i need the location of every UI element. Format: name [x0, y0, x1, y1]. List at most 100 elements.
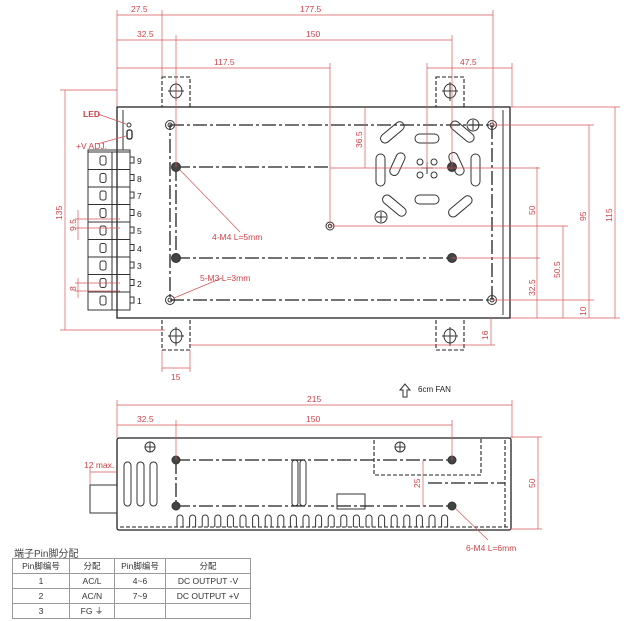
dim-150: 150 — [306, 29, 320, 39]
side-dimension-lines — [89, 400, 542, 541]
vent-slots — [123, 459, 307, 507]
dim-9-5: 9.5 — [68, 219, 78, 231]
terminal-screw-icon — [88, 169, 135, 187]
m3-screw-icon — [165, 295, 175, 305]
airflow-arrow-icon — [398, 383, 412, 398]
cooling-fin — [415, 514, 423, 527]
header-cell: Pin脚编号 — [114, 558, 166, 574]
cooling-fin — [264, 514, 272, 527]
m4-side-screw-note: 6-M4 L=6mm — [466, 543, 516, 553]
fan-screw-icon — [466, 118, 480, 132]
pin-label: 9 — [137, 156, 142, 166]
side-view: 215 32.5 150 12 max. 25 50 6-M4 L=6mm — [84, 394, 542, 553]
dim-215: 215 — [307, 394, 321, 404]
fan-direction-note: 6cm FAN — [398, 383, 451, 398]
dim-12-max: 12 max. — [84, 460, 114, 470]
table-row: 1 AC/L 4~6 DC OUTPUT -V — [12, 573, 251, 589]
terminal-screw-icon — [88, 239, 135, 257]
dim-150-side: 150 — [306, 414, 320, 424]
dim-25: 25 — [412, 478, 422, 488]
dim-27-5: 27.5 — [131, 4, 148, 14]
table-cell: 2 — [12, 588, 70, 604]
mount-tab-top-right — [435, 76, 465, 108]
table-row: 3 FG ⏚ — [12, 603, 251, 619]
table-cell — [165, 603, 251, 619]
cooling-fins — [176, 514, 449, 527]
terminal-block — [87, 149, 135, 311]
dim-32-5-side: 32.5 — [137, 414, 154, 424]
terminal-screw-icon — [88, 221, 135, 240]
table-cell: DC OUTPUT -V — [165, 573, 251, 589]
table-header-row: Pin脚编号 分配 Pin脚编号 分配 — [12, 558, 251, 574]
dim-32-5-vertical: 32.5 — [527, 279, 537, 296]
table-cell: 3 — [12, 603, 70, 619]
pin-label: 1 — [137, 296, 142, 306]
pin-label: 6 — [137, 209, 142, 219]
dim-15: 15 — [171, 372, 181, 382]
side-chassis-outline — [116, 437, 512, 531]
cooling-fin — [226, 514, 234, 527]
cooling-fin — [189, 514, 197, 527]
tab-hole-icons — [168, 82, 458, 346]
fan-screw-icon — [374, 210, 388, 224]
cooling-fin — [315, 514, 323, 527]
cooling-fin — [302, 514, 310, 527]
cooling-fin — [390, 514, 398, 527]
table-cell: AC/N — [69, 588, 115, 604]
dim-8: 8 — [68, 286, 78, 291]
pin-label: 2 — [137, 279, 142, 289]
dim-95: 95 — [578, 211, 588, 221]
terminal-screw-icon — [88, 204, 135, 222]
m4-screw-icon — [171, 253, 181, 263]
m4-screw-icon — [171, 501, 181, 511]
dim-135: 135 — [54, 206, 64, 220]
header-cell: 分配 — [69, 558, 115, 574]
table-cell: DC OUTPUT +V — [165, 588, 251, 604]
cooling-fin — [327, 514, 335, 527]
header-cell: Pin脚编号 — [12, 558, 70, 574]
table-row: 2 AC/N 7~9 DC OUTPUT +V — [12, 588, 251, 604]
table-cell — [114, 603, 166, 619]
pin-label: 7 — [137, 191, 142, 201]
dim-115: 115 — [604, 208, 614, 222]
terminal-block-side — [89, 484, 118, 514]
pin-table-title: 端子Pin脚分配 — [14, 549, 79, 560]
top-chassis-outline — [116, 106, 511, 319]
v-adj-label: +V ADJ. — [76, 141, 107, 151]
terminal-screw-icon — [88, 186, 135, 205]
screw-icon — [394, 441, 406, 453]
m4-centerlines — [175, 166, 452, 259]
voltage-adjust-potentiometer-icon — [126, 129, 133, 140]
m4-screw-icon — [447, 501, 457, 511]
dim-32-5: 32.5 — [137, 29, 154, 39]
cooling-fin — [378, 514, 386, 527]
fan-grille-icon — [375, 120, 481, 218]
dim-50: 50 — [527, 205, 537, 215]
header-cell: 分配 — [165, 558, 251, 574]
terminal-screw-icon — [88, 256, 135, 275]
fan-outline — [373, 437, 482, 476]
fan-label: 6cm FAN — [418, 385, 451, 394]
table-cell: 1 — [12, 573, 70, 589]
side-centerlines — [175, 459, 452, 507]
screw-icon — [144, 441, 156, 453]
mount-tab-bottom-right — [435, 317, 465, 351]
dim-16: 16 — [480, 330, 490, 340]
table-cell: 4~6 — [114, 573, 166, 589]
terminal-screw-icon — [88, 151, 135, 170]
top-dimension-lines — [60, 10, 620, 372]
cooling-fin — [441, 514, 449, 527]
cooling-fin — [239, 514, 247, 527]
dim-10: 10 — [578, 306, 588, 316]
switch-cutout — [336, 493, 366, 510]
pin-label: 4 — [137, 244, 142, 254]
mount-tab-bottom-left — [161, 317, 191, 351]
pin-label: 3 — [137, 261, 142, 271]
cooling-fin — [176, 514, 184, 527]
dim-36-5: 36.5 — [354, 131, 364, 148]
dim-177-5: 177.5 — [300, 4, 322, 14]
cooling-fin — [201, 514, 209, 527]
led-label: LED — [83, 109, 100, 119]
